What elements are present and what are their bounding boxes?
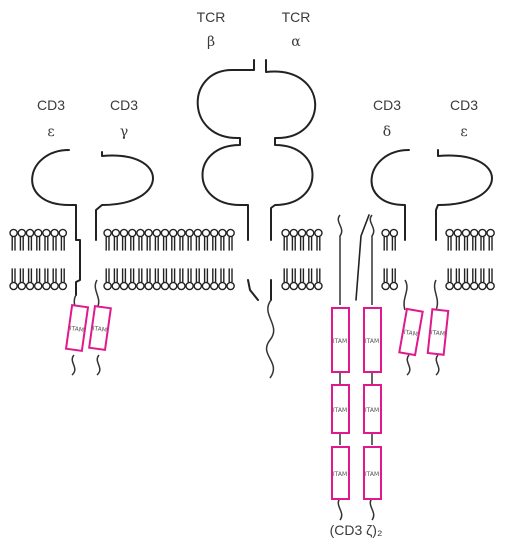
svg-text:ITAM: ITAM: [365, 338, 379, 345]
itam-cd3-gamma: ITAM: [89, 306, 111, 350]
tcr-alpha-chain: [266, 60, 315, 378]
label-beta: β: [207, 34, 215, 50]
itam-cd3-epsilon-left: ITAM: [66, 305, 88, 351]
label-tcr-beta: TCR: [197, 9, 226, 25]
itam-cd3-zeta-b1: ITAM: [364, 308, 381, 372]
label-cd3-delta: CD3: [373, 97, 401, 113]
itam-cd3-zeta-a3: ITAM: [332, 447, 349, 499]
label-cd3-epsilon-left: CD3: [37, 97, 65, 113]
lipid-bilayer-membrane: [10, 229, 494, 289]
svg-text:ITAM: ITAM: [365, 471, 379, 478]
label-cd3-gamma: CD3: [110, 97, 138, 113]
label-epsilon-right: ε: [460, 124, 467, 140]
svg-text:ITAM: ITAM: [365, 407, 379, 414]
label-delta: δ: [383, 124, 391, 140]
itam-cd3-delta: ITAM: [399, 309, 422, 355]
itam-cd3-zeta-b2: ITAM: [364, 385, 381, 433]
itam-cd3-zeta-b3: ITAM: [364, 447, 381, 499]
itam-cd3-zeta-a1: ITAM: [332, 308, 349, 372]
label-gamma: γ: [120, 124, 128, 140]
svg-text:ITAM: ITAM: [333, 471, 347, 478]
tcr-beta-chain: [198, 60, 258, 300]
svg-text:ITAM: ITAM: [430, 329, 445, 337]
label-cd3-epsilon-right: CD3: [450, 97, 478, 113]
itam-cd3-zeta-a2: ITAM: [332, 385, 349, 433]
label-tcr-alpha: TCR: [282, 9, 311, 25]
label-epsilon-left: ε: [47, 124, 54, 140]
svg-text:ITAM: ITAM: [333, 407, 347, 414]
label-alpha: α: [291, 34, 301, 50]
label-cd3-zeta-dimer: (CD3 ζ)₂: [330, 522, 383, 538]
svg-text:ITAM: ITAM: [333, 338, 347, 345]
itam-cd3-epsilon-right: ITAM: [428, 309, 449, 354]
